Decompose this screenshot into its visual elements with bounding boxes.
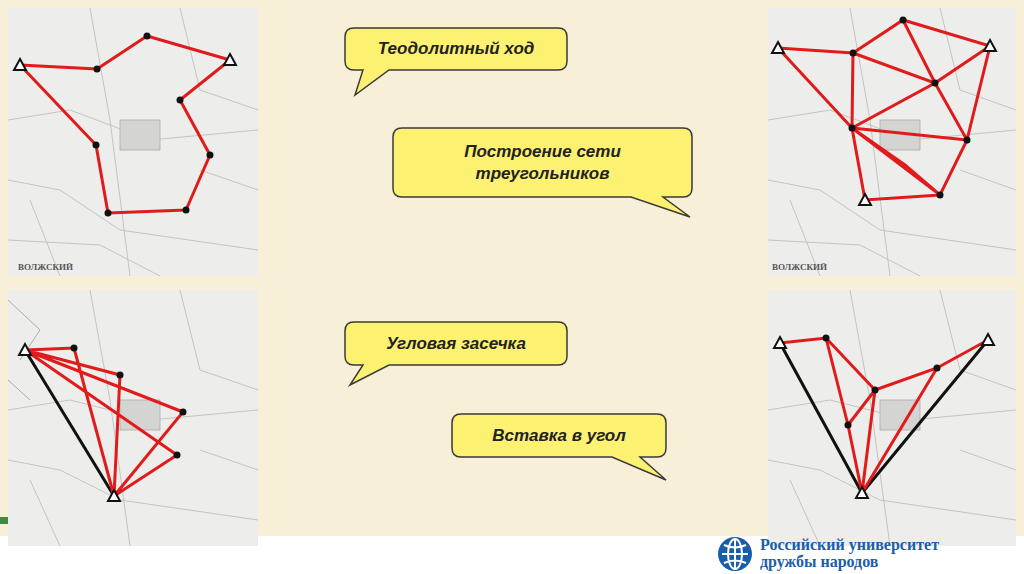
callout-box: Угловая засечка [345, 322, 567, 365]
callout-text: Построение сети треугольников [405, 141, 680, 185]
intersection-network [25, 348, 183, 496]
control-triangles [14, 40, 996, 501]
callout-box: Вставка в угол [452, 414, 666, 457]
university-name: Российский университет дружбы народов [760, 536, 960, 570]
callout-outline [452, 414, 666, 480]
callout-box: Теодолитный ход [345, 28, 567, 70]
callout-outline [345, 28, 567, 95]
callout-text: Вставка в угол [492, 425, 626, 447]
callout-text: Угловая засечка [386, 333, 526, 355]
callout-outline [345, 322, 567, 385]
university-logo [718, 537, 752, 571]
accent-bar [0, 517, 8, 524]
triangulation-network [778, 20, 990, 200]
callout-text: Теодолитный ход [378, 38, 535, 60]
callout-shape [393, 128, 692, 197]
map-panels [8, 8, 1016, 546]
angle-insertion-network [780, 338, 988, 493]
map-town-label: ВОЛЖСКИЙ [18, 262, 138, 273]
station-points [71, 17, 971, 459]
callout-outline [393, 128, 692, 217]
map-town-label: ВОЛЖСКИЙ [772, 262, 892, 273]
traverse-network [20, 36, 230, 213]
callout-box: Построение сети треугольников [393, 128, 692, 197]
